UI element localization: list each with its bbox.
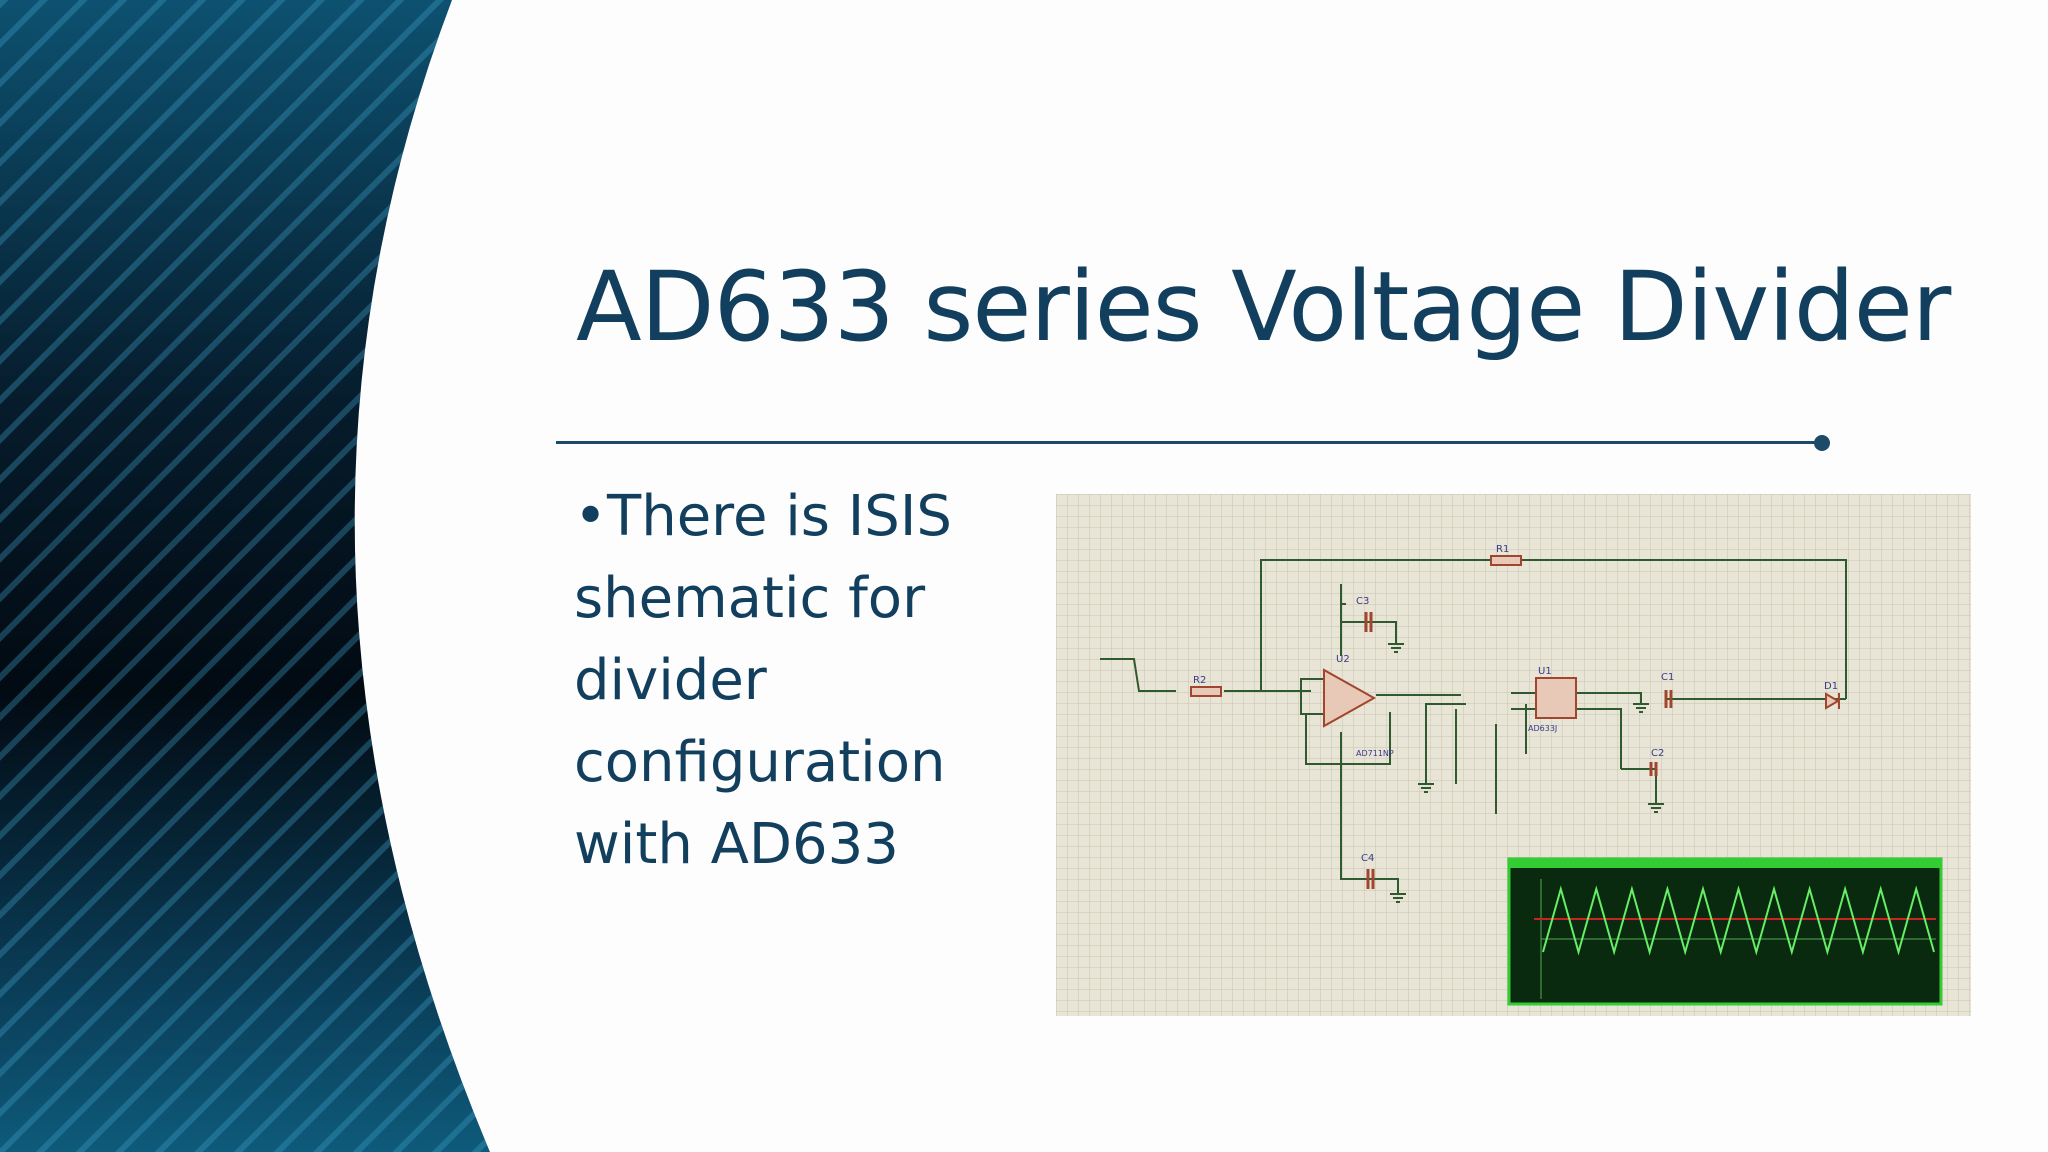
d1-label: D1 bbox=[1824, 681, 1838, 692]
bullet-list: •There is ISIS shematic for divider conf… bbox=[574, 476, 1014, 886]
bullet-line: shematic for bbox=[574, 566, 926, 631]
bullet-line: configuration bbox=[574, 730, 946, 795]
capacitor-c3 bbox=[1364, 612, 1373, 632]
isis-schematic-image: R1 R2 U2 AD711NP U1 AD633J C3 C1 C2 bbox=[1056, 494, 1971, 1016]
op-amp-u2 bbox=[1323, 668, 1377, 728]
resistor-r1 bbox=[1490, 555, 1522, 566]
c2-label: C2 bbox=[1651, 748, 1664, 759]
r2-label: R2 bbox=[1193, 675, 1206, 686]
bullet-line: There is ISIS bbox=[607, 484, 952, 549]
ground-symbols bbox=[1388, 643, 1664, 903]
capacitor-c4 bbox=[1366, 869, 1375, 889]
u2-label: U2 bbox=[1336, 654, 1350, 665]
bullet-line: with AD633 bbox=[574, 812, 899, 877]
bullet-item: •There is ISIS shematic for divider conf… bbox=[574, 476, 1014, 886]
c1-label: C1 bbox=[1661, 672, 1674, 683]
divider-end-dot bbox=[1814, 435, 1830, 451]
u1-label: U1 bbox=[1538, 666, 1552, 677]
bullet-line: divider bbox=[574, 648, 767, 713]
capacitor-c2 bbox=[1649, 762, 1658, 776]
bullet-marker: • bbox=[574, 484, 608, 549]
schematic-components: R1 R2 U2 AD711NP U1 AD633J C3 C1 C2 bbox=[1190, 544, 1840, 903]
r1-label: R1 bbox=[1496, 544, 1509, 555]
scope-panel bbox=[1507, 857, 1943, 1006]
slide-title: AD633 series Voltage Divider bbox=[576, 251, 1951, 363]
diode-d1 bbox=[1825, 692, 1840, 710]
capacitor-c1 bbox=[1664, 690, 1673, 708]
c4-label: C4 bbox=[1361, 853, 1374, 864]
decorative-background-panel bbox=[0, 0, 490, 1152]
multiplier-u1 bbox=[1535, 677, 1577, 719]
c3-label: C3 bbox=[1356, 596, 1369, 607]
u2-part-label: AD711NP bbox=[1356, 749, 1394, 758]
resistor-r2 bbox=[1190, 686, 1222, 697]
u1-part-label: AD633J bbox=[1528, 724, 1557, 733]
title-divider-line bbox=[556, 441, 1826, 444]
scope-waveform bbox=[1542, 885, 1935, 956]
